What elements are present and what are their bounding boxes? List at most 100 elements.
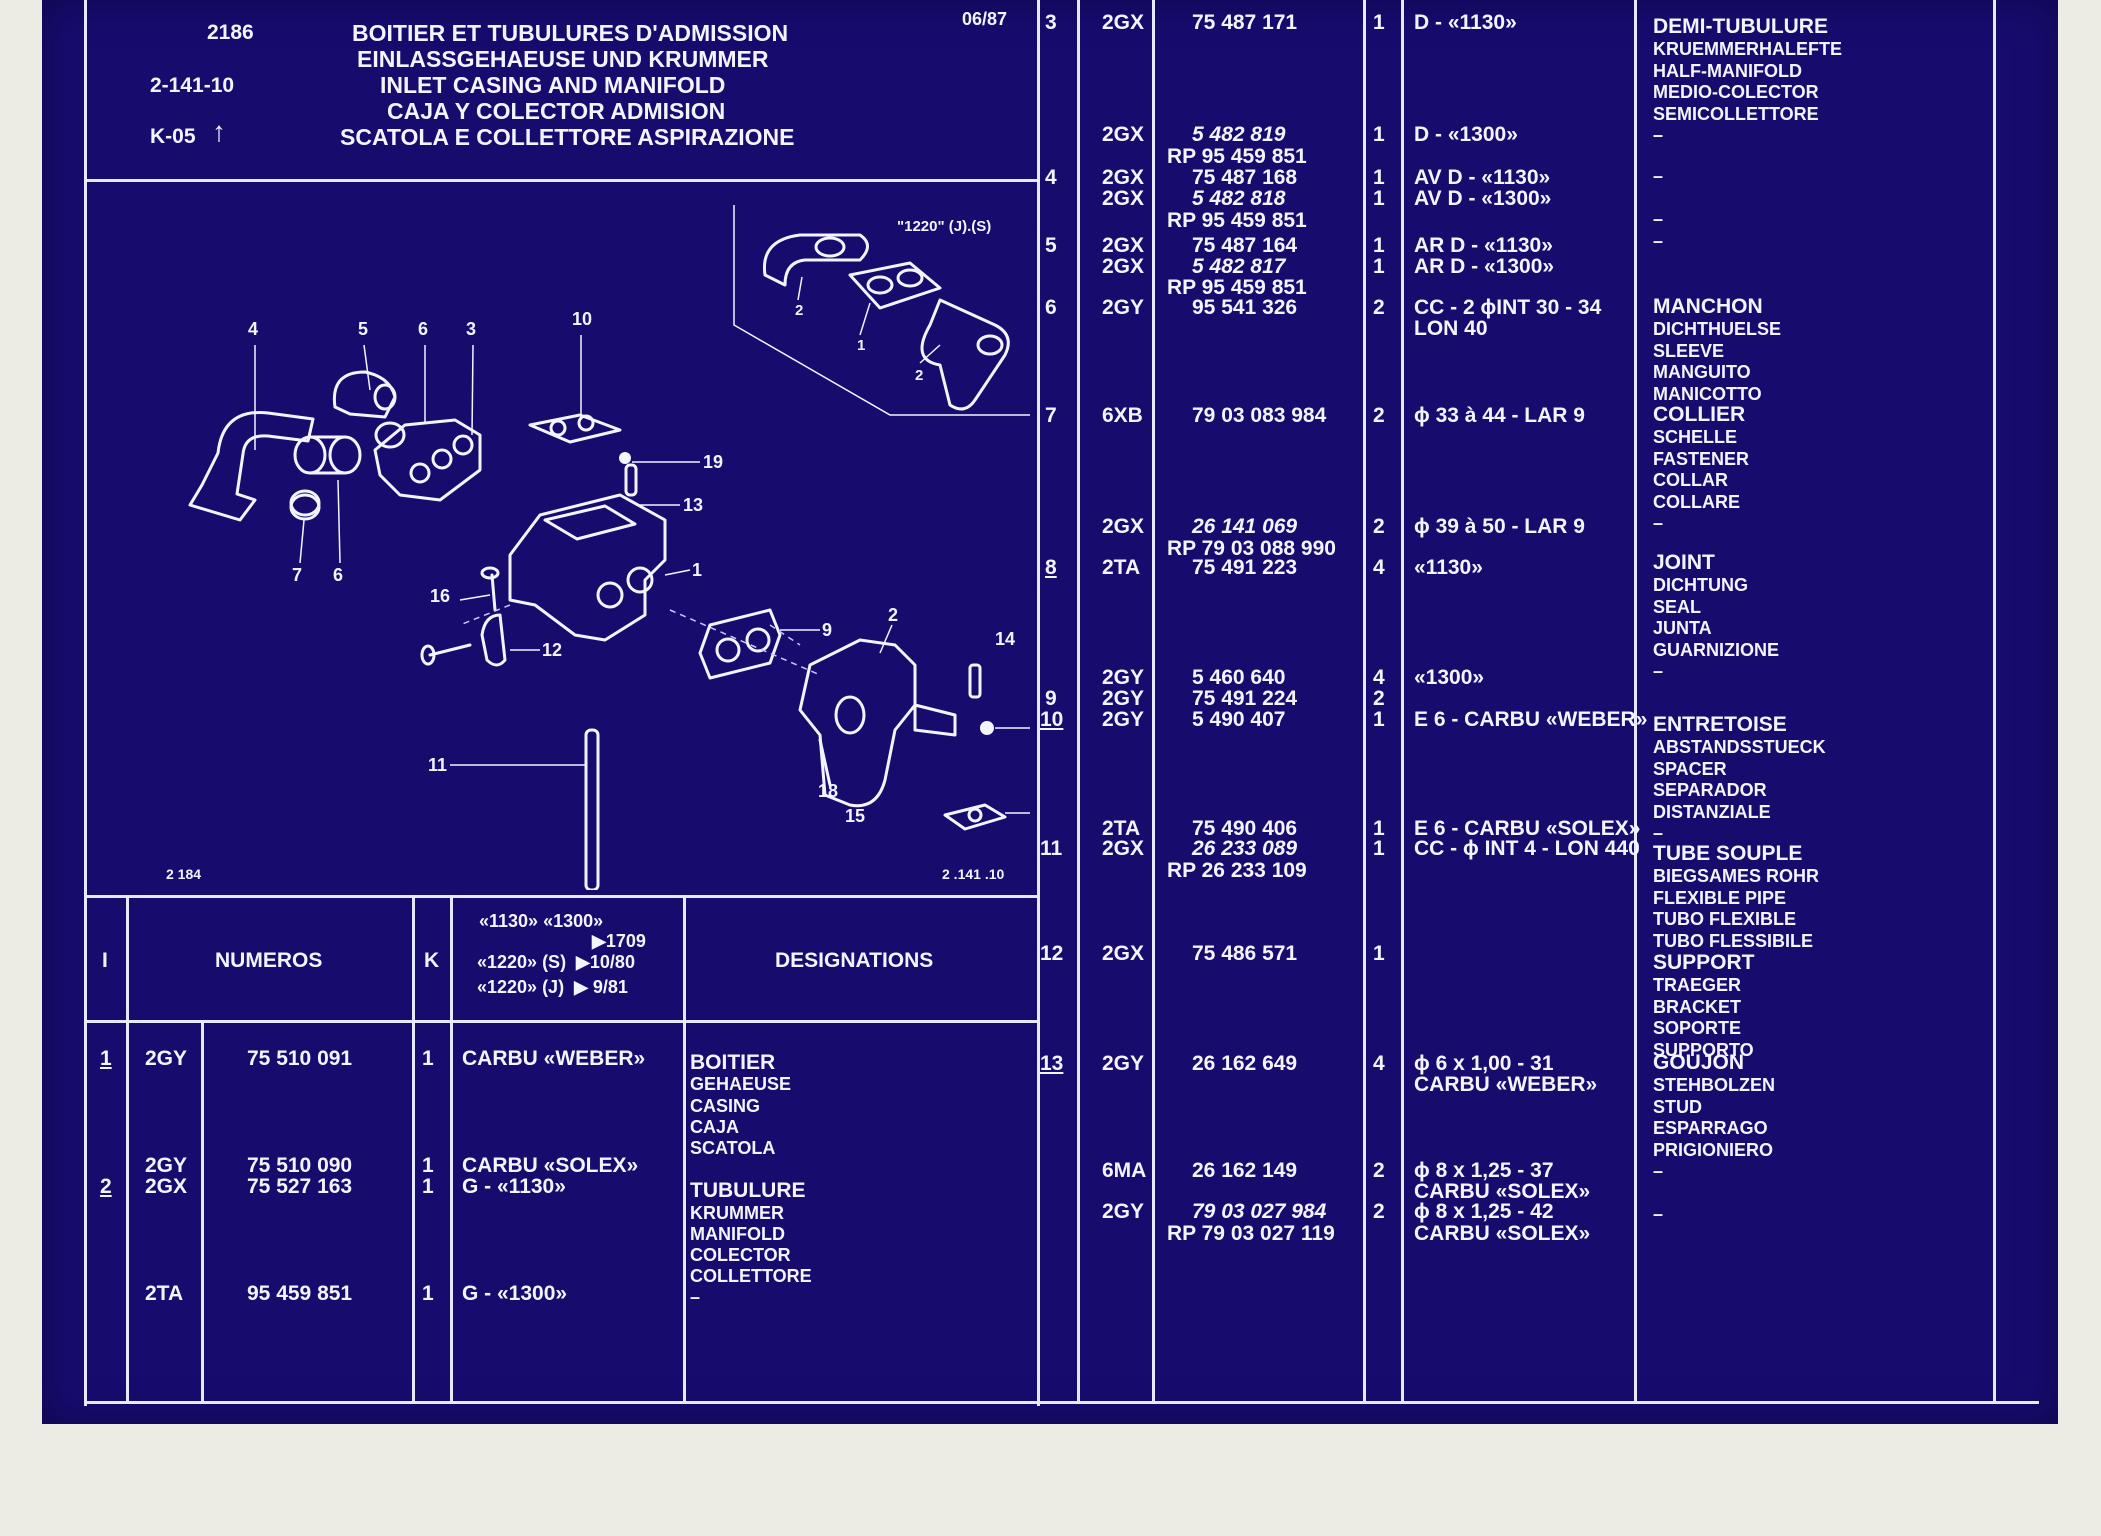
seal-8 <box>943 803 1007 831</box>
cell-part: 75 491 224 <box>1192 687 1298 710</box>
cell-part: 75 487 171 <box>1192 11 1298 34</box>
inset-label: "1220" (J).(S) <box>897 218 991 235</box>
cell-qty: 1 <box>1373 942 1385 965</box>
designation-line: COLLARE <box>1653 491 1740 512</box>
variants-line-1b: ▶1709 <box>592 931 646 951</box>
cell-part: RP 95 459 851 <box>1167 209 1307 232</box>
cell-item: 12 <box>1040 942 1064 965</box>
k-ref: K-05 <box>150 125 196 148</box>
designation-line: ENTRETOISE <box>1653 713 1787 736</box>
cell-code: 2GX <box>1102 11 1145 34</box>
cell-code: 2GY <box>1102 666 1145 689</box>
designation-line: BIEGSAMES ROHR <box>1653 866 1820 886</box>
designation-line: TUBE SOUPLE <box>1653 842 1803 865</box>
cell-code: 2GX <box>1102 166 1145 189</box>
cell-part: 75 491 223 <box>1192 556 1298 579</box>
designation-line: ABSTANDSSTUECK <box>1653 737 1826 757</box>
designation-line: – <box>1653 1161 1664 1181</box>
cell-part: 26 162 649 <box>1192 1052 1298 1075</box>
cell-code: 2GY <box>1102 1200 1145 1223</box>
cell-spec: AV D - «1130» <box>1414 166 1551 189</box>
cell-item: 8 <box>1045 556 1057 579</box>
designation-line: SUPPORT <box>1653 951 1755 974</box>
designation-line: – <box>1653 166 1664 186</box>
cell-part: 5 482 818 <box>1192 187 1286 210</box>
callout-10: 10 <box>572 309 592 329</box>
cell-code: 2GY <box>1102 708 1145 731</box>
arrow-up-icon: ↑ <box>212 116 226 147</box>
designation-line: PRIGIONIERO <box>1653 1139 1774 1160</box>
sleeve-6 <box>293 435 362 475</box>
elbow-5 <box>332 370 397 419</box>
cell-part: 5 490 407 <box>1192 708 1286 731</box>
designation-line: SUPPORTO <box>1653 1039 1754 1060</box>
spacer-10 <box>528 413 622 444</box>
cell-spec: CARBU «SOLEX» <box>1414 1180 1591 1203</box>
cell-item: 10 <box>1040 708 1064 731</box>
inset-casing <box>848 261 942 310</box>
designation-line: MANCHON <box>1653 295 1763 318</box>
cell-part: 95 541 326 <box>1192 296 1298 319</box>
designation-line: KRUEMMERHALEFTE <box>1653 39 1842 59</box>
cell-spec: «1130» <box>1414 556 1483 579</box>
designation-line: TUBO FLESSIBILE <box>1653 930 1814 951</box>
variants-line-1: «1130» «1300» <box>479 911 604 931</box>
cell-part: RP 26 233 109 <box>1167 859 1307 882</box>
designation-line: – <box>1653 823 1664 843</box>
designation-line: GUARNIZIONE <box>1653 639 1779 660</box>
col-header-numeros: NUMEROS <box>215 949 323 972</box>
table-line <box>1401 0 1404 1404</box>
designation-line: DICHTUNG <box>1653 575 1748 595</box>
designation-line: STUD <box>1653 1096 1702 1117</box>
svg-text:1: 1 <box>857 337 865 354</box>
designation-line: – <box>1653 513 1664 533</box>
callout-1: 1 <box>692 560 702 580</box>
variants-line-2: «1220» (S) ▶10/80 <box>477 952 635 972</box>
cell-spec: AR D - «1130» <box>1414 234 1553 257</box>
designation-line: DICHTHUELSE <box>1653 319 1782 339</box>
cell-qty: 1 <box>1373 187 1385 210</box>
col-header-k: K <box>424 949 440 972</box>
cell-code: 2TA <box>1102 556 1141 579</box>
cell-part: 26 162 149 <box>1192 1159 1298 1182</box>
cell-item: 13 <box>1040 1052 1064 1075</box>
cell-code: 2GX <box>1102 942 1145 965</box>
frame-line <box>84 1401 2039 1404</box>
table-line <box>683 895 686 1404</box>
designation-line: JUNTA <box>1653 618 1712 638</box>
cell-spec: D - «1130» <box>1414 11 1517 34</box>
frame-line <box>1037 0 1040 1406</box>
figure-ref-right: 2 .141 .10 <box>942 866 1004 882</box>
cell-code: 2GX <box>1102 515 1145 538</box>
pipe-elbow-4 <box>188 411 315 522</box>
callout-12: 12 <box>542 640 562 660</box>
cell-part: 75 487 164 <box>1192 234 1298 257</box>
cell-qty: 4 <box>1373 556 1385 579</box>
nut-17 <box>980 721 994 735</box>
title-de: EINLASSGEHAEUSE UND KRUMMER <box>357 46 769 72</box>
designation-line: MEDIO-COLECTOR <box>1653 82 1819 102</box>
designation-line: TRAEGER <box>1653 975 1742 995</box>
cell-code: 6MA <box>1102 1159 1147 1182</box>
cell-qty: 2 <box>1373 515 1385 538</box>
cell-qty: 4 <box>1373 1052 1385 1075</box>
table-line <box>1152 0 1155 1404</box>
designation-line: SLEEVE <box>1653 340 1725 361</box>
designation-line: ESPARRAGO <box>1653 1118 1768 1138</box>
bracket-12 <box>480 613 507 667</box>
designation-line: DISTANZIALE <box>1653 801 1771 822</box>
cell-qty: 1 <box>1373 123 1385 146</box>
frame-line <box>84 0 87 1406</box>
manifold-2 <box>798 638 957 808</box>
cell-qty: 2 <box>1373 296 1385 319</box>
designation-line: – <box>1653 125 1664 145</box>
cell-item: 6 <box>1045 296 1057 319</box>
cell-spec: CARBU «WEBER» <box>1414 1073 1598 1096</box>
svg-text:2: 2 <box>795 302 803 319</box>
cell-part: 5 460 640 <box>1192 666 1286 689</box>
designation-line: – <box>1653 231 1664 251</box>
cell-spec: ϕ 39 à 50 - LAR 9 <box>1414 515 1585 538</box>
cell-spec: E 6 - CARBU «WEBER» <box>1414 708 1648 731</box>
designation-line: SEPARADOR <box>1653 780 1767 800</box>
cell-qty: 1 <box>1373 11 1385 34</box>
